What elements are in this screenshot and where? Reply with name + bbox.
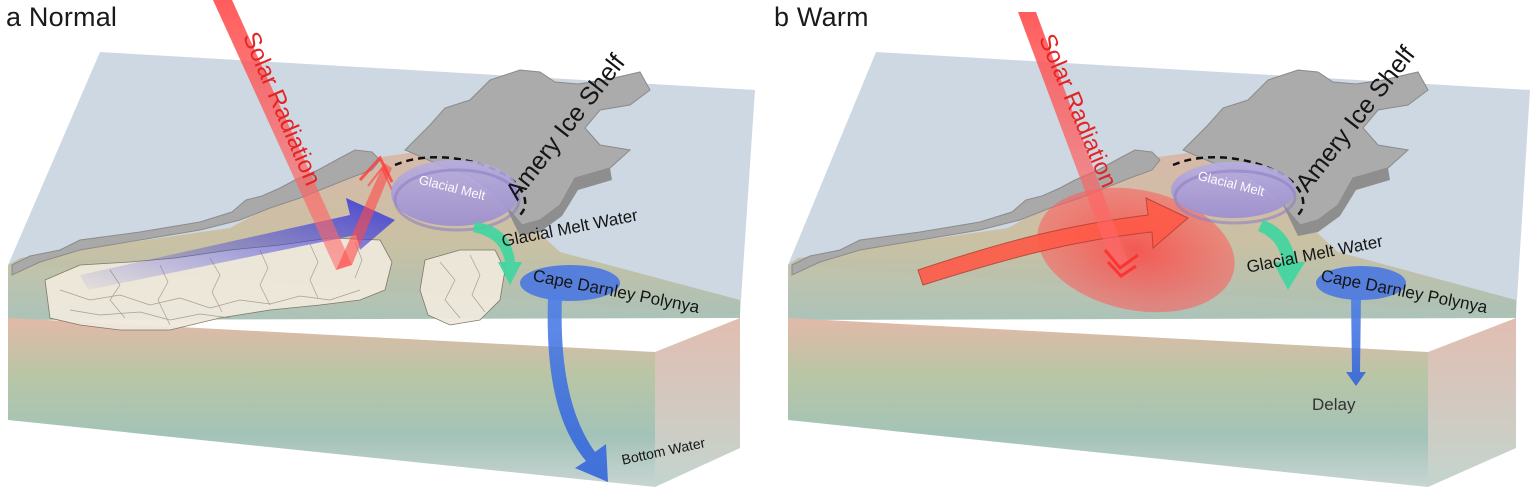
absorption-chevron <box>1103 249 1139 271</box>
coast-rock <box>791 149 1161 276</box>
melt-water-arrow <box>473 222 522 285</box>
solar-radiation-beam <box>1018 12 1128 266</box>
block-side <box>655 318 740 487</box>
diagram-warm <box>788 12 1530 487</box>
diagram-normal <box>8 0 755 487</box>
cape-darnley-polynya <box>1316 266 1406 300</box>
cape-darnley-polynya <box>520 265 620 301</box>
glacial-melt-side <box>1173 169 1297 225</box>
block-front <box>8 318 655 487</box>
panel-normal: a Normal Solar Radiation Amery Ice Shelf… <box>0 0 767 487</box>
warm-current-arrow <box>917 197 1189 286</box>
coast-rock <box>11 149 381 276</box>
reflection-arrowhead-inner <box>367 166 393 191</box>
absorption-chevron-inner <box>1106 260 1137 278</box>
amery-ice-shelf-side <box>1283 168 1390 236</box>
panel-title: b Warm <box>774 2 869 32</box>
panel-title: a Normal <box>6 2 118 32</box>
reflected-radiation <box>336 163 392 270</box>
reflection-arrowhead <box>358 155 394 183</box>
sea-ice-floes <box>44 237 506 331</box>
amery-ice-shelf-side <box>505 168 612 236</box>
bottom-water-arrow <box>547 295 608 482</box>
solar-radiation-beam <box>213 0 352 270</box>
melt-water-arrow <box>1258 220 1305 290</box>
block-front <box>788 318 1428 487</box>
delay-arrow <box>1346 296 1366 386</box>
glacial-melt-side <box>393 168 521 232</box>
amery-ice-shelf <box>1182 69 1429 226</box>
cold-current-arrow <box>80 198 395 290</box>
panel-warm: b Warm Solar Radiation Amery Ice Shelf G… <box>768 0 1535 487</box>
glacial-melt-area <box>391 160 519 226</box>
block-side <box>1428 318 1516 487</box>
delay-label: Delay <box>1312 395 1356 414</box>
